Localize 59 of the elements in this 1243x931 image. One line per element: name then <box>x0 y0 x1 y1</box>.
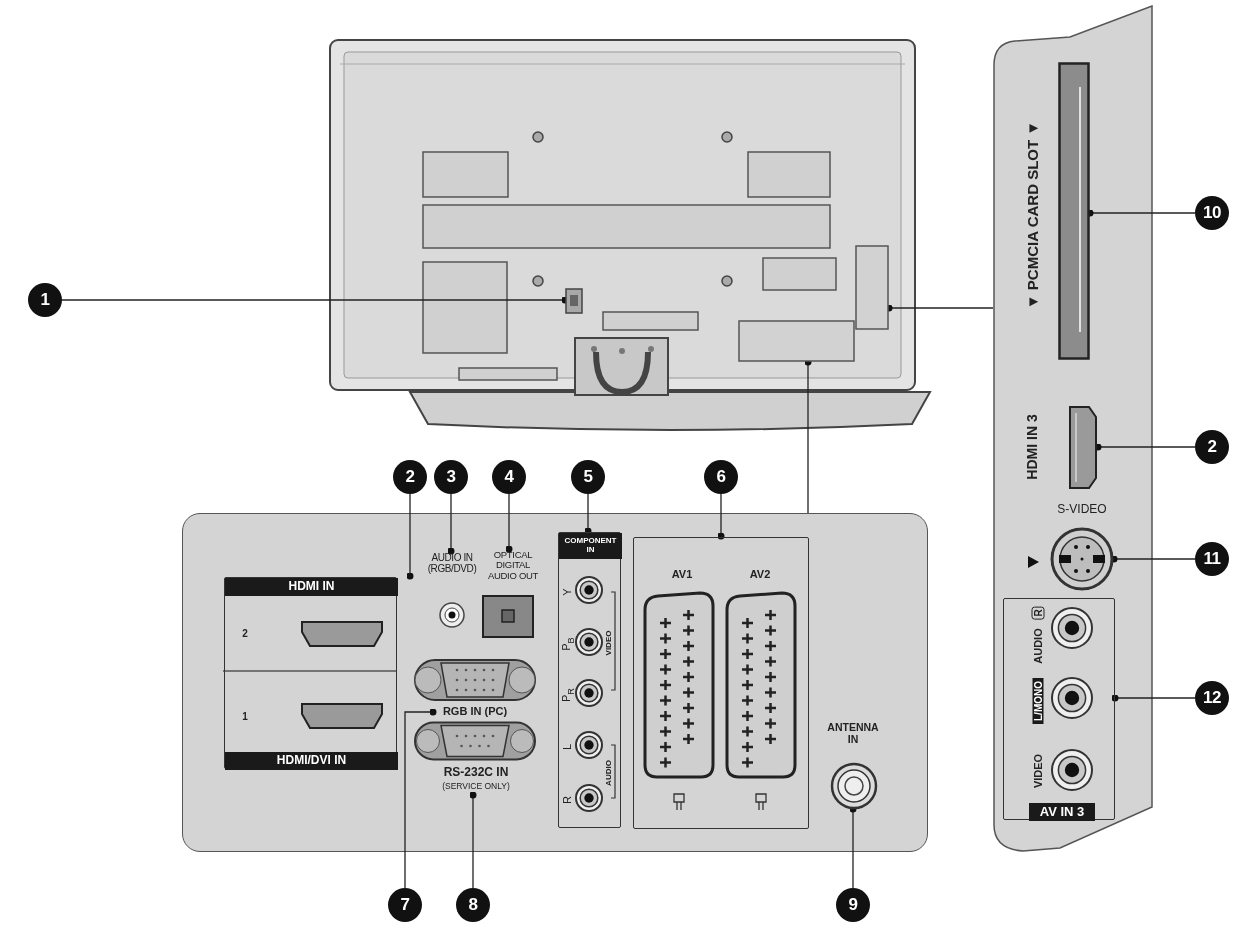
connector-note: (SERVICE ONLY) <box>441 782 511 792</box>
leader-line <box>1111 694 1196 702</box>
jack-label: R <box>560 796 574 804</box>
leader-line <box>505 493 513 553</box>
leader-line <box>447 493 455 555</box>
jack-group-label: AUDIO <box>604 760 614 786</box>
connector-label: OPTICAL DIGITAL AUDIO OUT <box>484 550 542 584</box>
port-number: 2 <box>241 628 249 639</box>
slot-label: ▼ PCMCIA CARD SLOT ▼ <box>1024 120 1042 310</box>
leader-line <box>584 493 592 535</box>
callout-number: 2 <box>393 460 427 494</box>
port-label: S-VIDEO <box>1056 503 1108 517</box>
hdmi-port <box>301 621 383 649</box>
callout-number: 3 <box>434 460 468 494</box>
power-socket <box>565 288 583 314</box>
jack-group-label: VIDEO <box>604 630 614 656</box>
rear-jack-recess <box>738 320 855 362</box>
antenna-jack <box>830 762 878 810</box>
card-slot <box>1058 62 1090 360</box>
callout-number: 2 <box>1195 430 1229 464</box>
jack-label: Y <box>560 588 574 596</box>
leader-line <box>1094 443 1196 451</box>
connector-label: RS-232C IN <box>442 766 510 780</box>
port-label: COMPONENT IN <box>559 533 622 559</box>
leader-line <box>1110 555 1196 563</box>
callout-number: 5 <box>571 460 605 494</box>
port-label: ANTENNA IN <box>826 722 880 746</box>
hdmi-port <box>1068 405 1098 490</box>
callout-number: 9 <box>836 888 870 922</box>
leader-line <box>717 493 725 540</box>
callout-number: 10 <box>1195 196 1229 230</box>
port-label: AV2 <box>748 568 772 581</box>
callout-number: 12 <box>1195 681 1229 715</box>
callout-number: 6 <box>704 460 738 494</box>
jack-label: L <box>560 743 574 751</box>
leader-line <box>404 708 437 889</box>
leader-line <box>469 791 477 889</box>
connector-label: RGB IN (PC) <box>434 705 516 720</box>
port-number: 1 <box>241 711 249 722</box>
jack-label: AUDIO <box>1031 628 1045 664</box>
jack-label: L/MONO <box>1032 678 1044 724</box>
callout-number: 8 <box>456 888 490 922</box>
jack-label: VIDEO <box>1031 753 1045 789</box>
port-label: HDMI/DVI IN <box>225 752 398 770</box>
callout-number: 11 <box>1195 542 1229 576</box>
scart-port-group <box>633 537 809 829</box>
hdmi-port-group <box>224 577 397 769</box>
port-label: AV1 <box>670 568 694 581</box>
callout-number: 4 <box>492 460 526 494</box>
leader-line <box>406 493 414 580</box>
callout-number: 1 <box>28 283 62 317</box>
s-video-jack <box>1050 527 1114 591</box>
side-jack-housing <box>855 245 889 330</box>
hdmi-port <box>301 703 383 731</box>
connector-label: AUDIO IN (RGB/DVD) <box>423 552 481 584</box>
callout-number: 7 <box>388 888 422 922</box>
port-label: HDMI IN 3 <box>1025 414 1041 480</box>
port-label: AV IN 3 <box>1029 803 1095 821</box>
port-label: HDMI IN <box>225 578 398 596</box>
